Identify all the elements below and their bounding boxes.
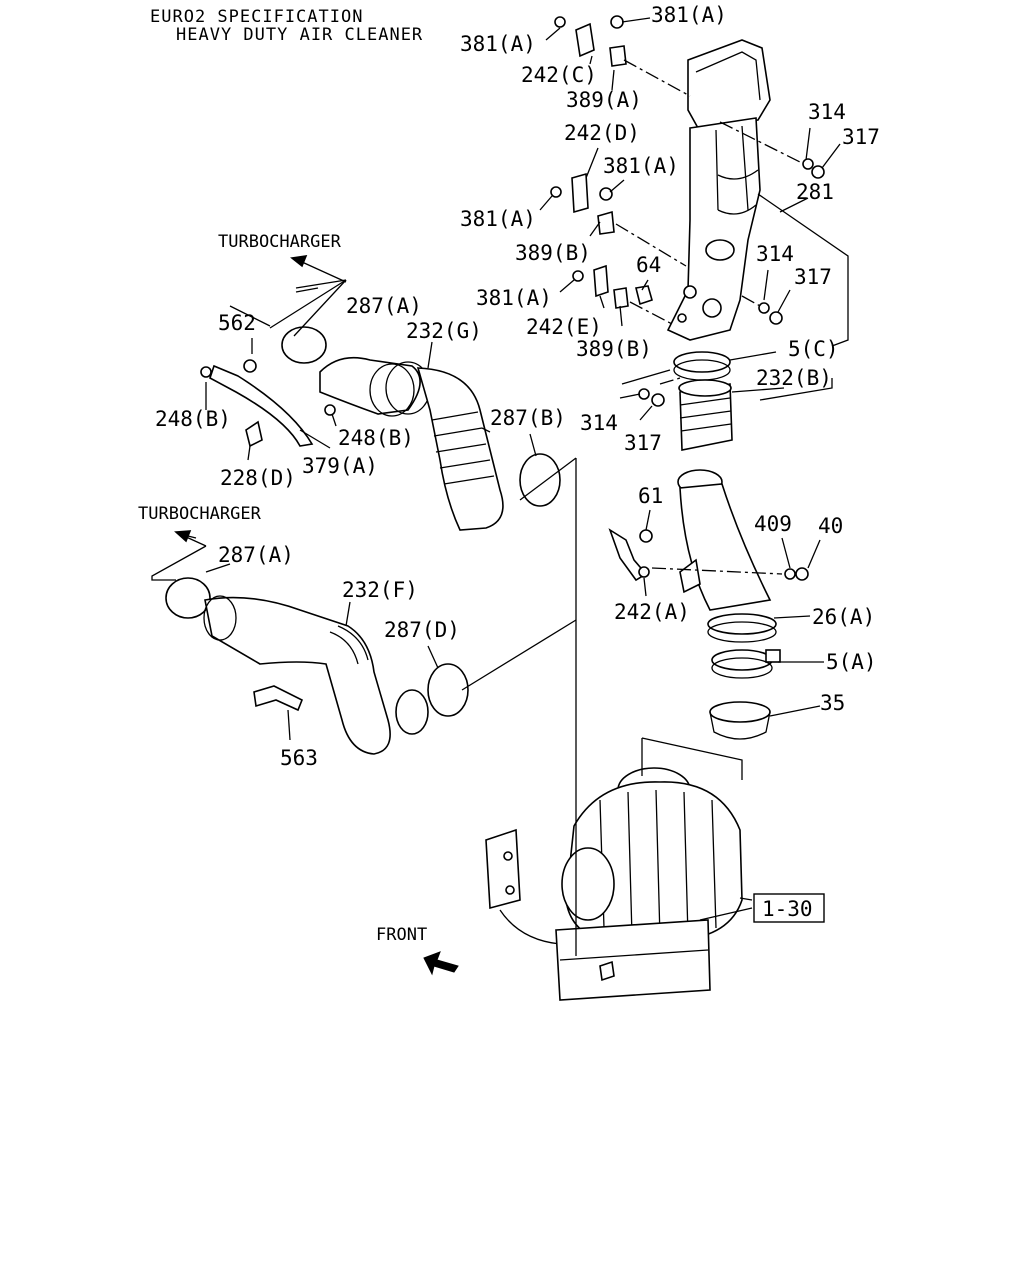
clamp-5a: [711, 649, 781, 679]
clamp-5c: [673, 351, 731, 381]
callout-287b: 287(B): [490, 406, 566, 430]
hardware-upper: [550, 15, 825, 407]
callout-64: 64: [636, 253, 661, 277]
callout-317-3: 317: [624, 431, 662, 455]
callout-26a: 26(A): [812, 605, 875, 629]
callout-61: 61: [638, 484, 663, 508]
turbocharger-label-lower: TURBOCHARGER: [138, 504, 262, 524]
turbocharger-label-upper: TURBOCHARGER: [218, 232, 342, 252]
callout-317-1: 317: [842, 125, 880, 149]
callout-381a-4: 381(A): [460, 207, 536, 231]
upper-intake-duct: [666, 39, 771, 341]
callout-381a-3: 381(A): [603, 154, 679, 178]
callout-381a-2: 381(A): [651, 3, 727, 27]
callout-314-3: 314: [580, 411, 618, 435]
reference-box: 1-30: [753, 893, 825, 923]
callout-287a-1: 287(A): [346, 294, 422, 318]
callout-314-2: 314: [756, 242, 794, 266]
leader-lines: [151, 17, 849, 956]
callout-5a: 5(A): [826, 650, 877, 674]
callout-562: 562: [218, 311, 256, 335]
hose-232b: [678, 379, 733, 451]
front-label: FRONT: [376, 925, 427, 945]
callout-381a-1: 381(A): [460, 32, 536, 56]
callout-314-1: 314: [808, 100, 846, 124]
callout-379a: 379(A): [302, 454, 378, 478]
callout-287a-2: 287(A): [218, 543, 294, 567]
callout-232f: 232(F): [342, 578, 418, 602]
callout-242e: 242(E): [526, 315, 602, 339]
hose-232f: [165, 577, 469, 755]
callout-242a: 242(A): [614, 600, 690, 624]
callout-242c: 242(C): [521, 63, 597, 87]
elbow-26a: [608, 469, 809, 643]
callout-232g: 232(G): [406, 319, 482, 343]
callout-389b-1: 389(B): [515, 241, 591, 265]
callout-248b-1: 248(B): [155, 407, 231, 431]
callout-35: 35: [820, 691, 845, 715]
callout-389b-2: 389(B): [576, 337, 652, 361]
turbocharger-arrow-upper: [290, 255, 347, 283]
reference-box-label: 1-30: [762, 897, 813, 921]
callout-381a-5: 381(A): [476, 286, 552, 310]
callout-228d: 228(D): [220, 466, 296, 490]
callout-563: 563: [280, 746, 318, 770]
callout-317-2: 317: [794, 265, 832, 289]
diagram-title-line1: EURO2 SPECIFICATION: [150, 7, 363, 27]
turbocharger-arrow-lower: [174, 530, 207, 547]
callout-242d: 242(D): [564, 121, 640, 145]
ring-35: [709, 701, 771, 740]
front-arrow-icon: [423, 951, 459, 976]
callout-409: 409: [754, 512, 792, 536]
callout-248b-2: 248(B): [338, 426, 414, 450]
diagram-title-line2: HEAVY DUTY AIR CLEANER: [176, 25, 423, 45]
callout-5c: 5(C): [788, 337, 839, 361]
callout-40: 40: [818, 514, 843, 538]
callout-389a: 389(A): [566, 88, 642, 112]
callout-281: 281: [796, 180, 834, 204]
air-cleaner: [485, 767, 743, 1001]
callout-232b: 232(B): [756, 366, 832, 390]
callout-287d: 287(D): [384, 618, 460, 642]
callout-labels: 381(A) 381(A) 242(C) 389(A) 242(D) 381(A…: [155, 3, 880, 770]
